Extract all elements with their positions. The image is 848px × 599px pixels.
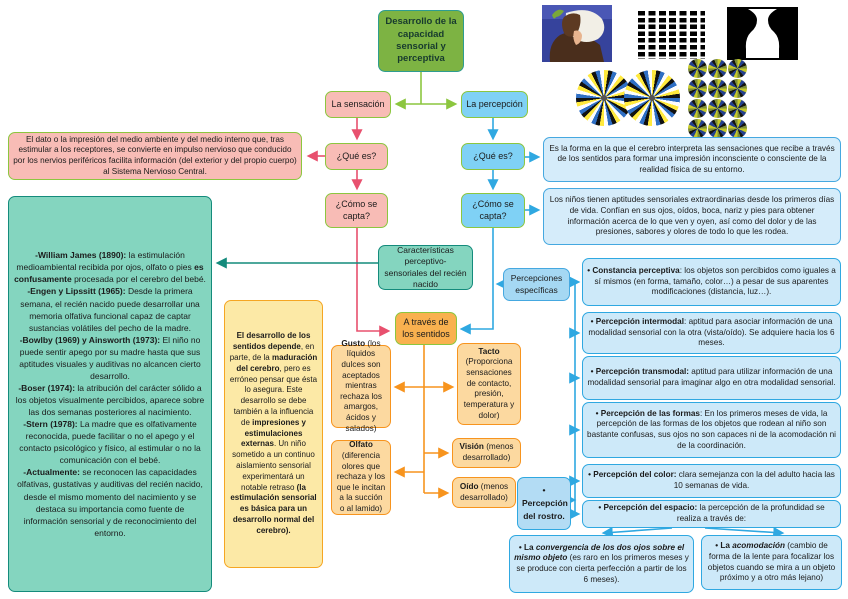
node-percepcion-definicion: Es la forma en la que el cerebro interpr… bbox=[543, 137, 841, 182]
node-percepcion-aptitudes: Los niños tienen aptitudes sensoriales e… bbox=[543, 188, 841, 245]
rubin-vase-illusion-image bbox=[725, 5, 800, 62]
node-convergencia: • La convergencia de los dos ojos sobre … bbox=[509, 535, 694, 593]
node-desarrollo-sentidos: El desarrollo de los sentidos depende, e… bbox=[224, 300, 323, 568]
node-percepcion-transmodal: • Percepción transmodal: aptitud para ut… bbox=[582, 356, 841, 400]
node-sensacion-como-se-capta: ¿Cómo se capta? bbox=[325, 193, 388, 228]
circles-pattern-illusion-image bbox=[678, 58, 756, 138]
node-title: Desarrollo de la capacidad sensorial y p… bbox=[378, 10, 464, 72]
node-percepcion-rostro: • Percepción del rostro. bbox=[517, 477, 571, 530]
node-acomodacion: • La acomodación (cambio de forma de la … bbox=[701, 535, 842, 590]
node-percepcion-intermodal: • Percepción intermodal: aptitud para as… bbox=[582, 312, 841, 354]
node-vision: Visión (menos desarrollado) bbox=[452, 438, 521, 468]
node-percepcion-formas: • Percepción de las formas: En los prime… bbox=[582, 402, 841, 458]
node-oido: Oído (menos desarrollado) bbox=[452, 477, 516, 508]
node-sensacion-que-es: ¿Qué es? bbox=[325, 143, 388, 170]
young-old-woman-illusion-image bbox=[542, 5, 612, 62]
snake-circle bbox=[576, 70, 632, 126]
node-a-traves-de-los-sentidos: A través de los sentidos bbox=[395, 312, 457, 345]
node-olfato: Olfato (diferencia olores que rechaza y … bbox=[331, 440, 391, 515]
node-constancia-perceptiva: • Constancia perceptiva: los objetos son… bbox=[582, 258, 841, 306]
node-percepcion-que-es: ¿Qué es? bbox=[461, 143, 525, 170]
grid-illusion-image bbox=[635, 8, 708, 62]
node-la-sensacion: La sensación bbox=[325, 91, 391, 118]
snake-circle bbox=[624, 70, 680, 126]
node-percepcion-color: • Percepción del color: clara semejanza … bbox=[582, 464, 841, 498]
node-caracteristicas: Características perceptivo-sensoriales d… bbox=[378, 245, 473, 290]
node-sensacion-definicion: El dato o la impresión del medio ambient… bbox=[8, 132, 302, 180]
title-text: Desarrollo de la capacidad sensorial y p… bbox=[385, 16, 457, 65]
node-percepcion-como-se-capta: ¿Cómo se capta? bbox=[461, 193, 525, 228]
node-percepcion-espacio: • Percepción del espacio: la percepción … bbox=[582, 500, 841, 528]
node-autores: -William James (1890): la estimulación m… bbox=[8, 196, 212, 592]
node-gusto: Gusto (los líquidos dulces son aceptados… bbox=[331, 339, 391, 433]
node-percepciones-especificas: Percepciones específicas bbox=[503, 268, 570, 301]
node-tacto: Tacto (Proporciona sensaciones de contac… bbox=[457, 343, 521, 425]
rotating-snakes-illusion-image bbox=[576, 70, 680, 126]
node-la-percepcion: La percepción bbox=[461, 91, 528, 118]
